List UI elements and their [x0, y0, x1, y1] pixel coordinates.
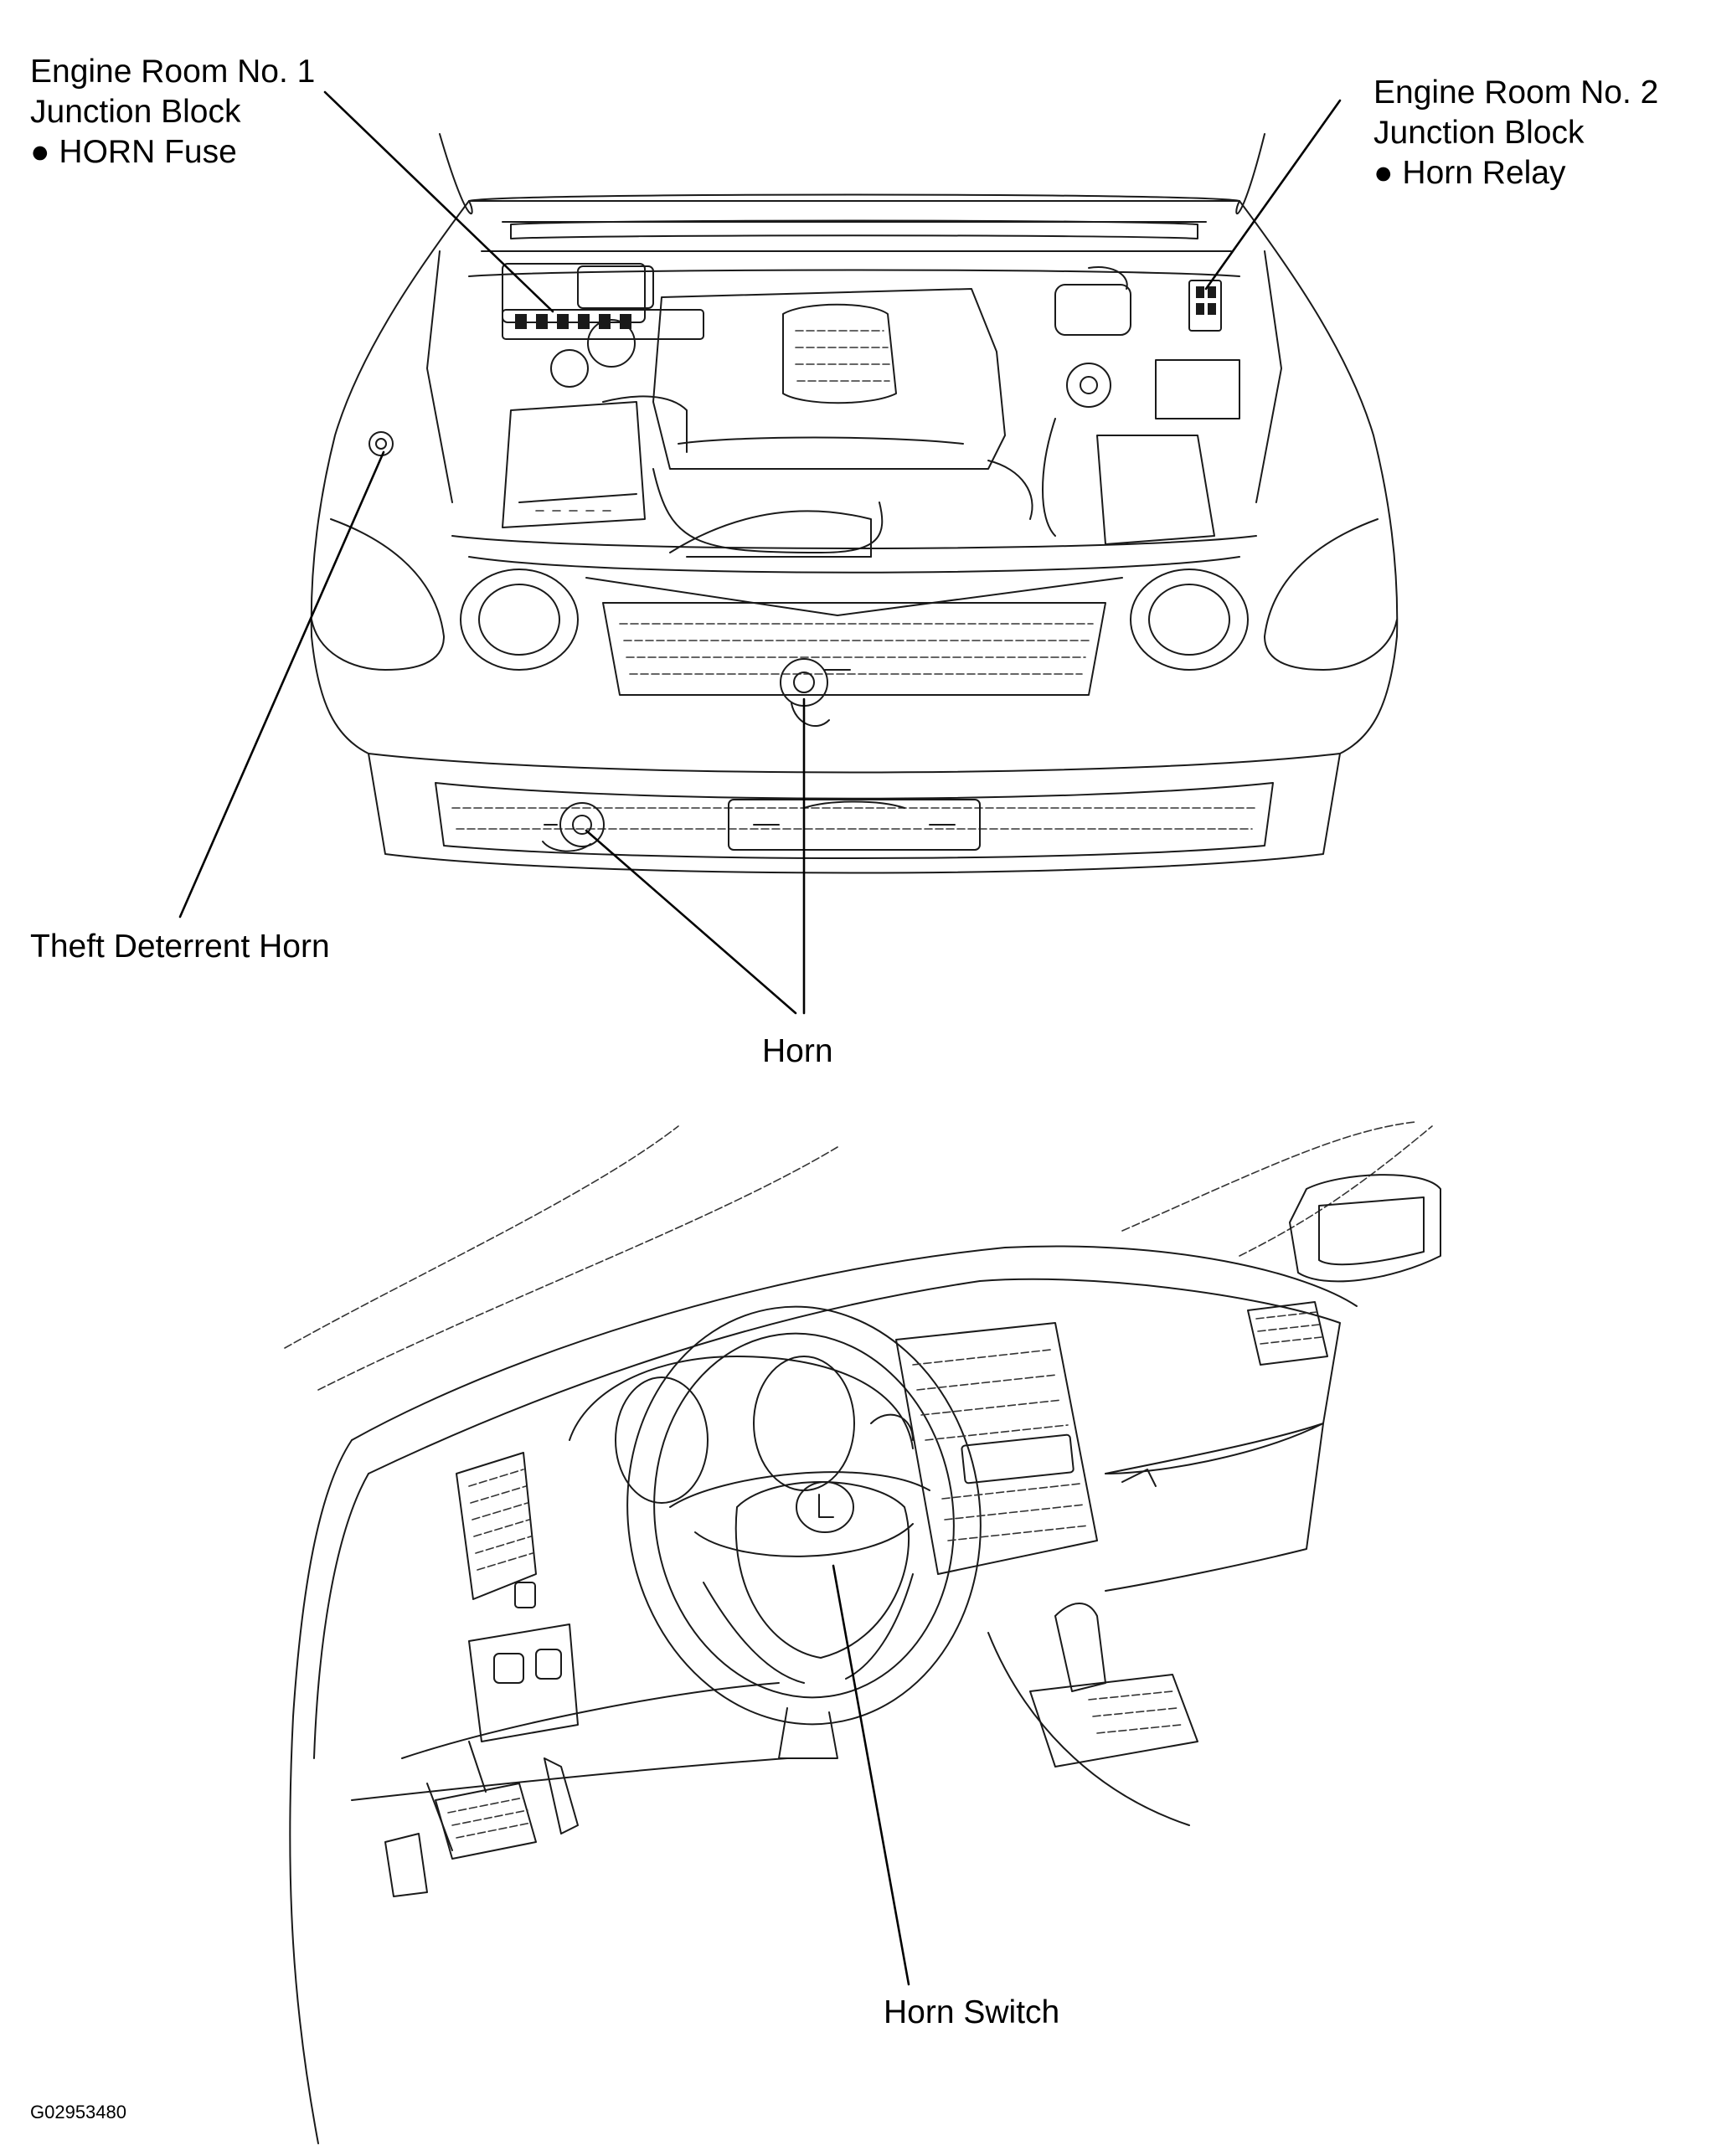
label-horn-switch: Horn Switch — [884, 1994, 1060, 2030]
leader-theft-deterrent-horn — [178, 450, 385, 918]
leader-horn-left — [585, 829, 797, 1015]
label-horn-fuse: HORN Fuse — [30, 132, 315, 172]
engine-bay-illustration — [310, 133, 1399, 874]
leader-lines — [178, 90, 1342, 1986]
label-engine-room-no2: Engine Room No. 2 Junction Block Horn Re… — [1373, 73, 1658, 193]
figure-code: G02953480 — [30, 2102, 126, 2123]
leader-horn-switch — [832, 1564, 910, 1986]
label-horn-relay: Horn Relay — [1373, 153, 1658, 193]
cockpit-illustration — [284, 1121, 1441, 2144]
label-horn: Horn — [762, 1033, 833, 1069]
label-engine-room-no1: Engine Room No. 1 Junction Block HORN Fu… — [30, 52, 315, 172]
leader-engine-room-no2 — [1204, 99, 1342, 291]
label-engine-room-no1-line2: Junction Block — [30, 94, 241, 130]
label-engine-room-no2-line2: Junction Block — [1373, 115, 1585, 151]
label-engine-room-no2-line1: Engine Room No. 2 — [1373, 75, 1659, 111]
label-theft-deterrent-horn: Theft Deterrent Horn — [30, 929, 330, 965]
label-engine-room-no1-line1: Engine Room No. 1 — [30, 54, 316, 90]
leader-engine-room-no1 — [323, 90, 554, 313]
